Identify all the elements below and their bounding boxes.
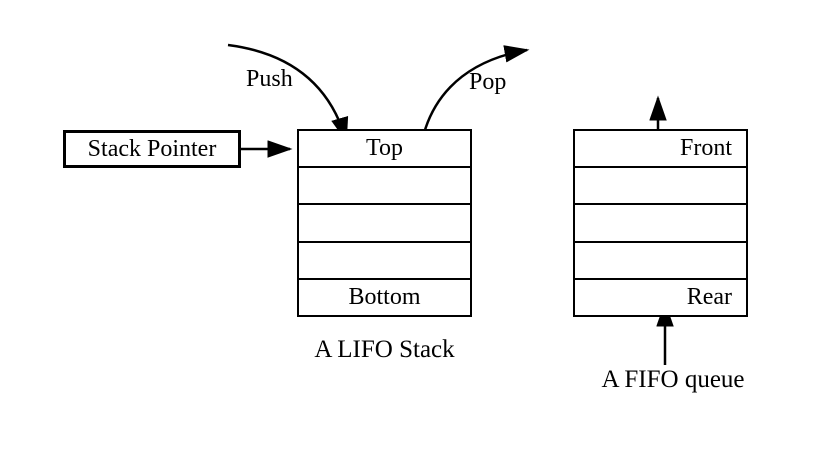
stack-cell-3 bbox=[299, 205, 470, 243]
push-arrow-icon bbox=[227, 43, 349, 143]
pop-label: Pop bbox=[469, 69, 507, 95]
stack-pointer-label: Stack Pointer bbox=[87, 135, 217, 162]
queue-cell-4 bbox=[575, 243, 746, 280]
stack-box: Top Bottom bbox=[297, 129, 472, 317]
queue-cell-2 bbox=[575, 168, 746, 206]
stack-cell-top: Top bbox=[299, 131, 470, 169]
queue-cell-front: Front bbox=[575, 131, 746, 169]
queue-cell-3 bbox=[575, 205, 746, 243]
push-label: Push bbox=[246, 66, 293, 92]
queue-cell-rear: Rear bbox=[686, 283, 732, 310]
stack-cell-2 bbox=[299, 168, 470, 206]
stack-pointer-box: Stack Pointer bbox=[63, 130, 241, 168]
stack-cell-4 bbox=[299, 243, 470, 280]
stack-cell-bottom: Bottom bbox=[348, 283, 421, 310]
lifo-stack-caption: A LIFO Stack bbox=[314, 336, 455, 363]
fifo-queue-caption: A FIFO queue bbox=[601, 366, 745, 393]
queue-box: Front Rear bbox=[573, 129, 748, 317]
